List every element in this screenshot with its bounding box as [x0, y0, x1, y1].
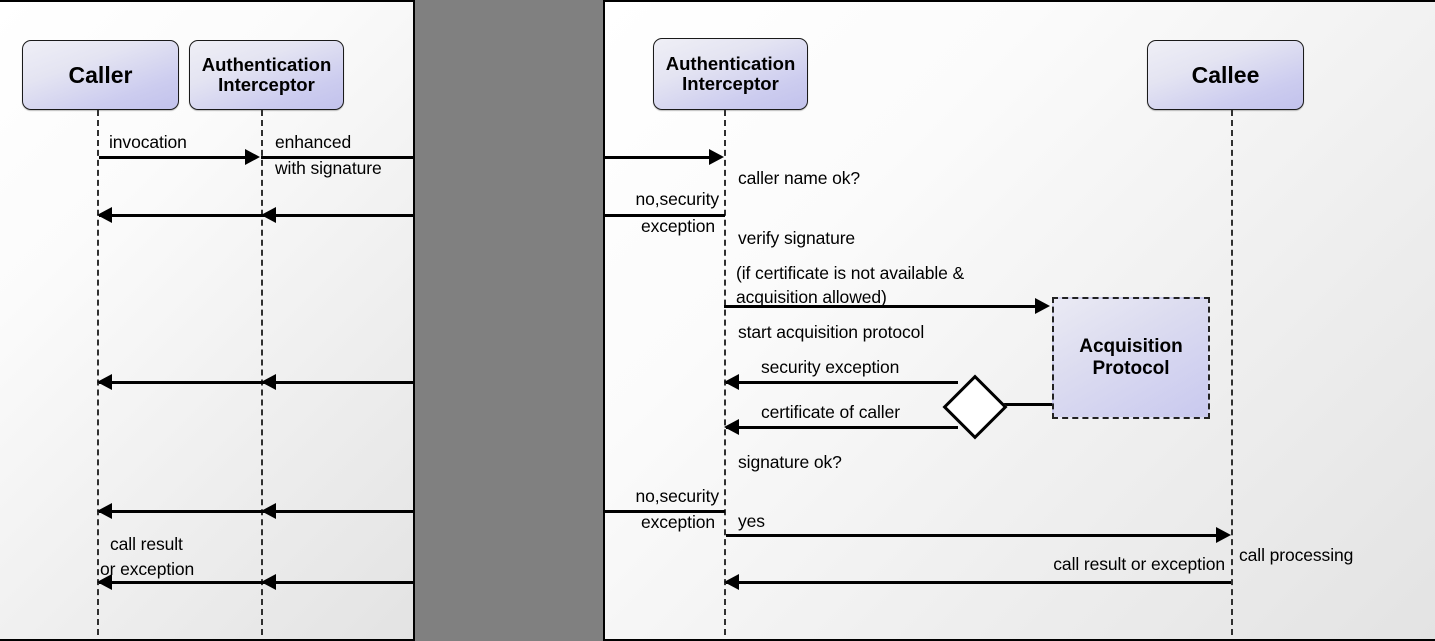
label-exception-2: exception: [640, 512, 715, 532]
actor-caller-label: Caller: [68, 61, 133, 88]
label-no-security-2: no,security: [635, 486, 719, 506]
label-invocation: invocation: [109, 132, 187, 152]
label-certificate-of-caller: certificate of caller: [761, 402, 900, 422]
message-no-security-2-line: [605, 510, 725, 513]
label-security-exception: security exception: [761, 357, 900, 377]
message-return-3-line: [99, 510, 415, 513]
junction-diamond: [942, 374, 1008, 440]
fragment-acquisition-protocol[interactable]: Acquisition Protocol: [1052, 297, 1210, 419]
left-panel: Caller Authentication Interceptor invoca…: [0, 0, 415, 641]
actor-auth-interceptor-left[interactable]: Authentication Interceptor: [189, 40, 344, 110]
actor-auth-interceptor-right-line2: Interceptor: [682, 73, 779, 94]
message-return-3-arrowhead-auth: [261, 503, 276, 519]
label-call-result: call result: [110, 534, 183, 554]
label-exception-1: exception: [640, 216, 715, 236]
message-return-4-line: [99, 581, 415, 584]
message-enhanced-continuation-line: [605, 156, 712, 159]
message-return-1-arrowhead-caller: [97, 207, 112, 223]
lifeline-callee: [1231, 110, 1233, 635]
label-no-security-1: no,security: [635, 189, 719, 209]
message-invocation-arrowhead: [245, 149, 260, 165]
label-call-processing: call processing: [1239, 545, 1354, 565]
message-invocation-line: [99, 156, 247, 159]
message-return-2-line: [99, 381, 415, 384]
message-yes-arrowhead: [1216, 527, 1231, 543]
message-return-1-arrowhead-auth: [261, 207, 276, 223]
label-signature-ok: signature ok?: [738, 452, 842, 472]
lifeline-caller: [97, 110, 99, 635]
message-security-exception-arrowhead: [724, 374, 739, 390]
message-call-result-arrowhead: [724, 574, 739, 590]
message-call-result-line: [726, 581, 1231, 584]
message-start-acquisition-arrowhead: [1035, 298, 1050, 314]
actor-caller[interactable]: Caller: [22, 40, 179, 110]
message-return-1-line: [99, 214, 415, 217]
diamond-to-acquisition-connector: [984, 403, 1054, 406]
message-certificate-arrowhead: [724, 419, 739, 435]
message-return-4-arrowhead-auth: [261, 574, 276, 590]
message-enhanced-line: [261, 156, 415, 159]
lifeline-auth-interceptor-left: [261, 110, 263, 635]
label-call-result-or-exception: call result or exception: [1053, 554, 1225, 574]
right-panel: Authentication Interceptor Callee caller…: [603, 0, 1435, 641]
actor-auth-interceptor-left-line2: Interceptor: [218, 74, 315, 95]
message-security-exception-line: [726, 381, 958, 384]
message-return-4-arrowhead-caller: [97, 574, 112, 590]
label-condition-line2: acquisition allowed): [736, 287, 887, 307]
message-enhanced-arrowhead: [709, 149, 724, 165]
label-caller-name-ok: caller name ok?: [738, 168, 861, 188]
actor-callee-label: Callee: [1191, 61, 1260, 88]
message-return-3-arrowhead-caller: [97, 503, 112, 519]
message-start-acquisition-line: [724, 305, 1037, 308]
message-no-security-1-line: [605, 214, 725, 217]
actor-auth-interceptor-right[interactable]: Authentication Interceptor: [653, 38, 808, 110]
actor-callee[interactable]: Callee: [1147, 40, 1304, 110]
actor-auth-interceptor-right-line1: Authentication: [665, 53, 796, 75]
fragment-acquisition-protocol-line2: Protocol: [1092, 358, 1170, 379]
message-return-2-arrowhead-caller: [97, 374, 112, 390]
message-certificate-line: [726, 426, 958, 429]
label-verify-signature: verify signature: [738, 228, 856, 248]
label-enhanced: enhanced: [275, 132, 352, 152]
label-yes: yes: [738, 511, 765, 531]
label-start-acquisition: start acquisition protocol: [738, 322, 925, 342]
label-condition-line1: (if certificate is not available &: [736, 263, 965, 283]
label-with-signature: with signature: [275, 158, 382, 178]
lifeline-auth-interceptor-right: [724, 110, 726, 635]
actor-auth-interceptor-left-line1: Authentication: [201, 54, 332, 76]
label-or-exception: or exception: [100, 559, 195, 579]
fragment-acquisition-protocol-line1: Acquisition: [1079, 336, 1183, 358]
message-yes-line: [726, 534, 1218, 537]
message-return-2-arrowhead-auth: [261, 374, 276, 390]
